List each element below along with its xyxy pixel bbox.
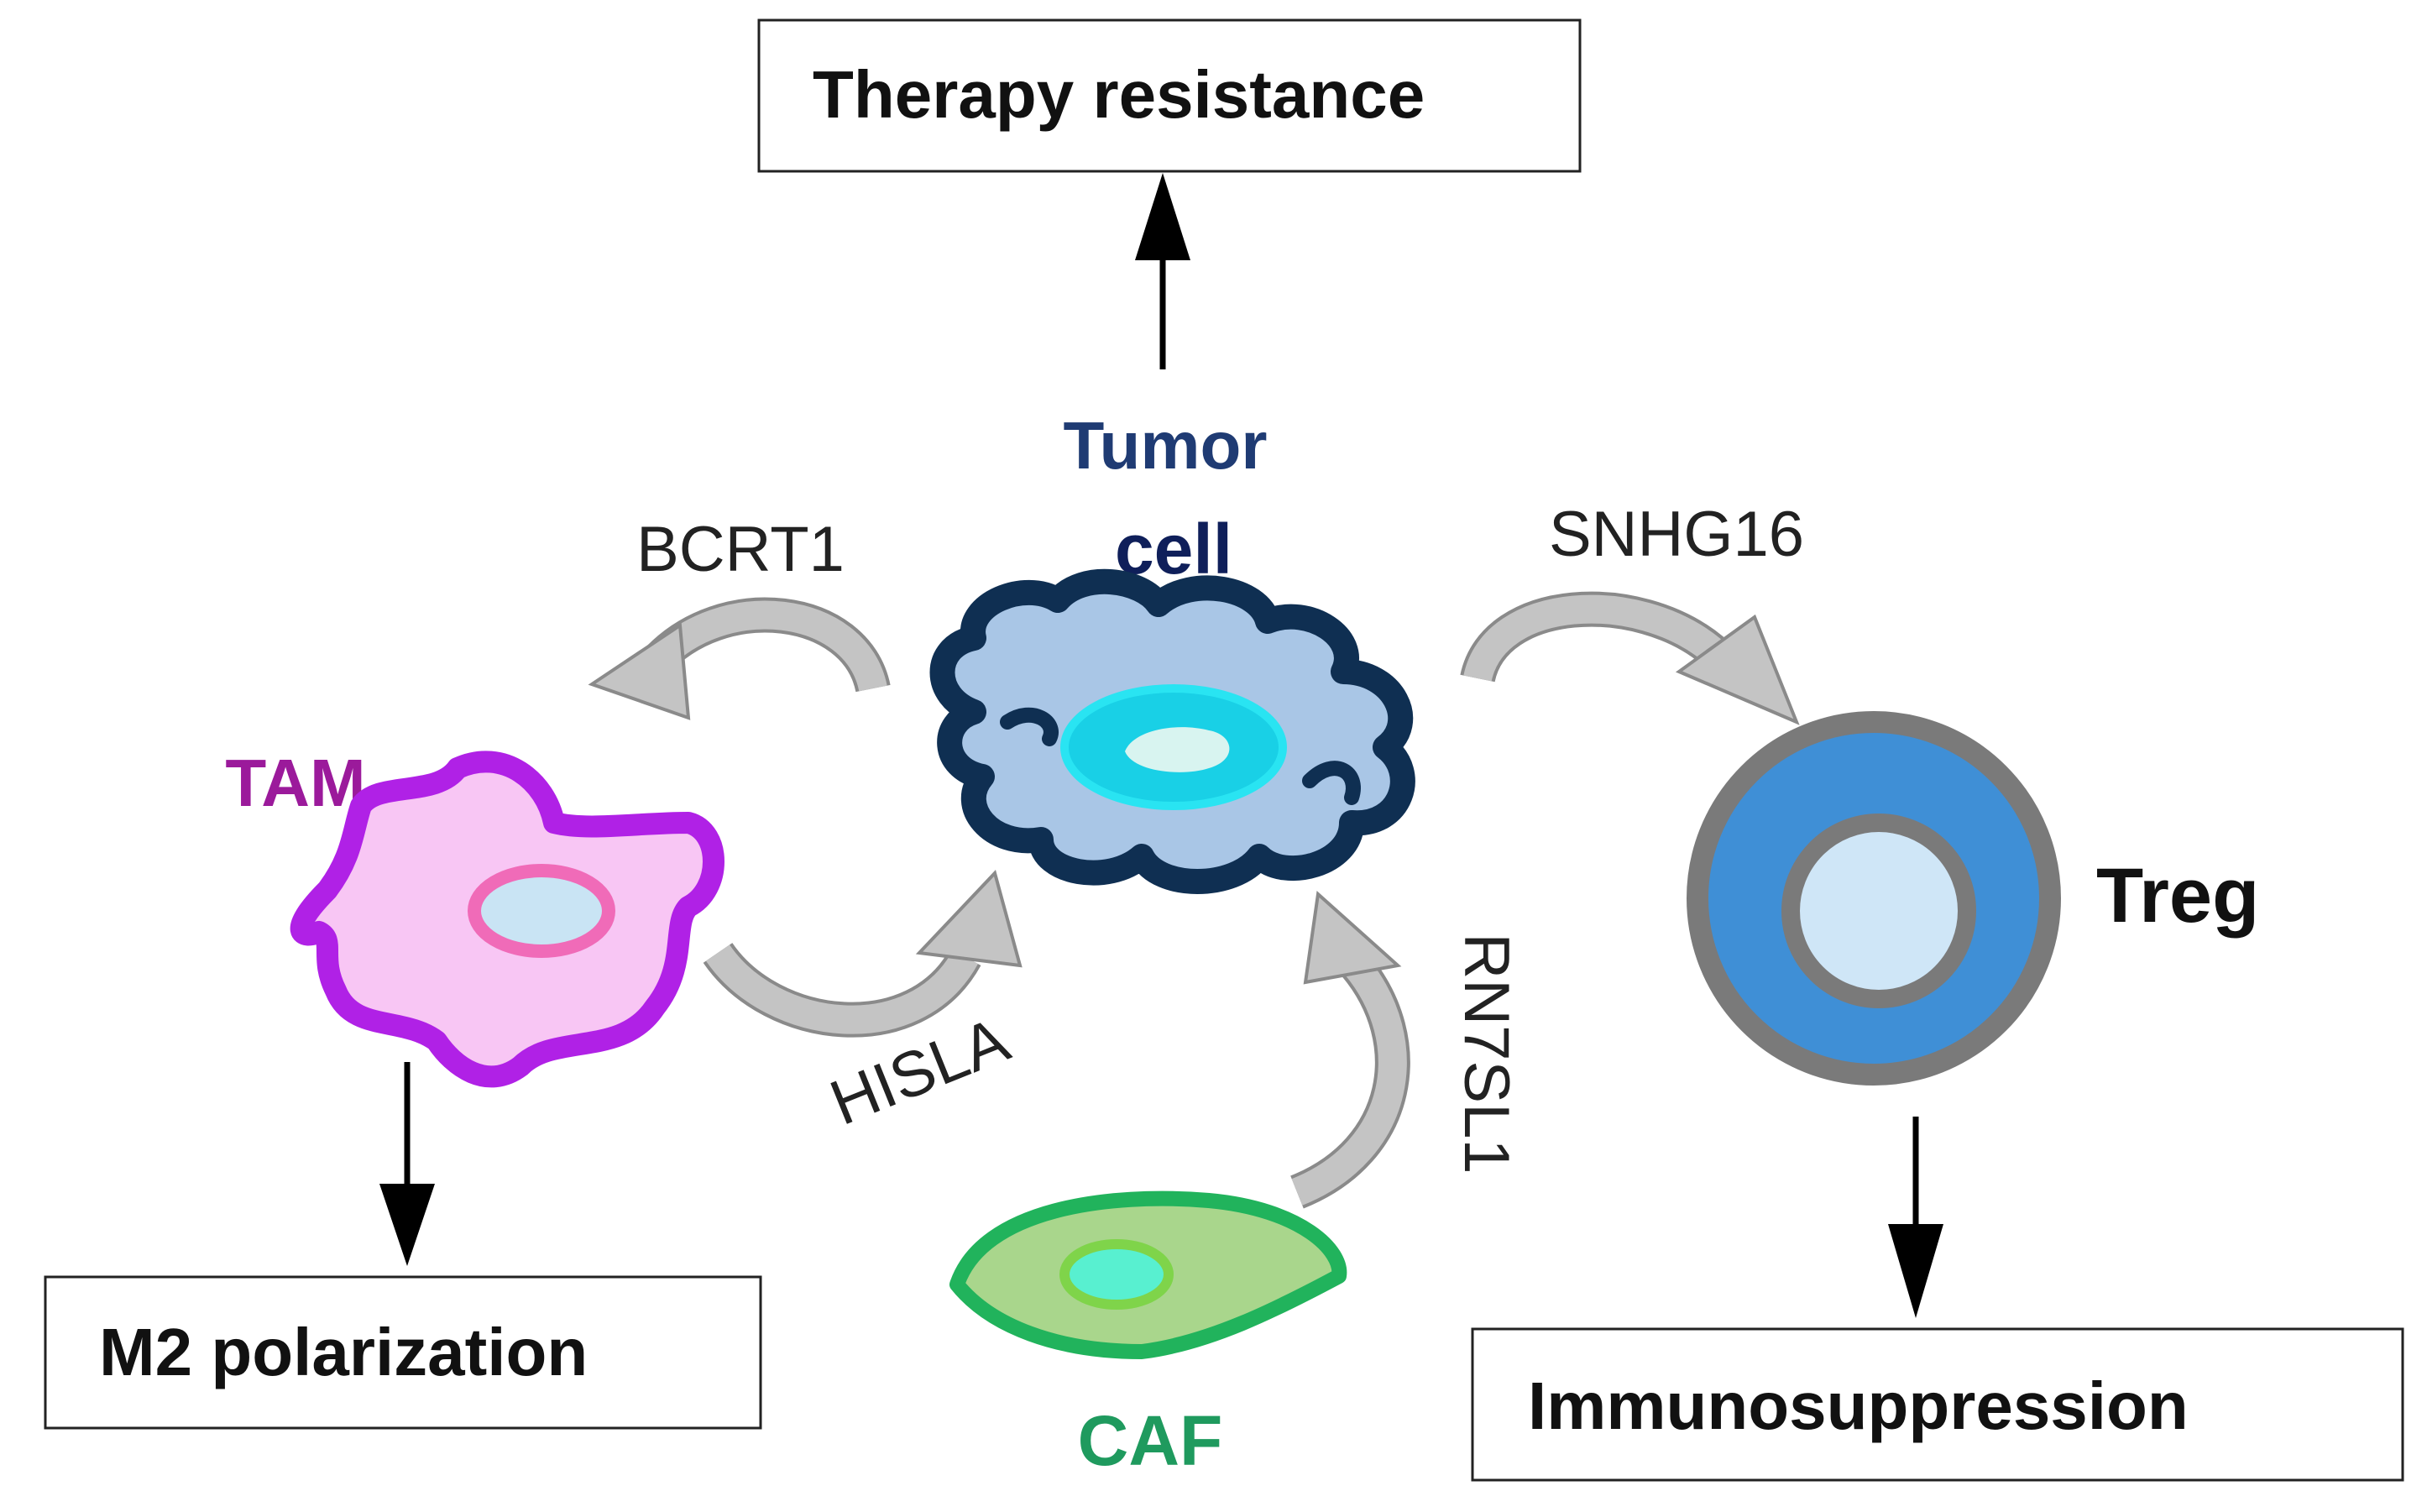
treg-label: Treg	[2096, 853, 2259, 939]
immunosuppression-label: Immunosuppression	[1528, 1368, 2189, 1443]
caf-nucleus	[1059, 1239, 1174, 1310]
m2-polarization-box: M2 polarization	[44, 1275, 762, 1430]
hisla-arrow: HISLA	[703, 870, 1023, 1139]
treg-nucleus	[1781, 814, 1976, 1008]
therapy-resistance-label: Therapy resistance	[813, 57, 1425, 132]
arrow-to-immunosuppression	[1888, 1117, 1943, 1318]
snhg16-arrow: SNHG16	[1460, 499, 1804, 725]
tumor-cell: Tumor cell	[929, 408, 1415, 894]
caf-label: CAF	[1078, 1401, 1223, 1480]
tam-label: TAM	[225, 746, 365, 820]
bcrt1-label: BCRT1	[636, 514, 845, 585]
rn7sl1-label: RN7SL1	[1451, 933, 1522, 1174]
arrow-to-m2-polarization	[379, 1062, 435, 1266]
arrow-to-therapy-resistance	[1135, 173, 1190, 369]
caf-cell: CAF	[949, 1190, 1347, 1480]
tam-nucleus	[468, 864, 615, 958]
treg-cell: Treg	[1687, 711, 2259, 1086]
m2-polarization-label: M2 polarization	[99, 1315, 588, 1389]
tam-cell: TAM	[225, 746, 724, 1088]
immunosuppression-box: Immunosuppression	[1471, 1327, 2404, 1482]
tumor-label: Tumor	[1064, 408, 1268, 483]
therapy-resistance-box: Therapy resistance	[757, 18, 1582, 173]
snhg16-label: SNHG16	[1549, 499, 1804, 570]
rn7sl1-arrow: RN7SL1	[1289, 891, 1522, 1209]
bcrt1-arrow: BCRT1	[588, 514, 891, 720]
